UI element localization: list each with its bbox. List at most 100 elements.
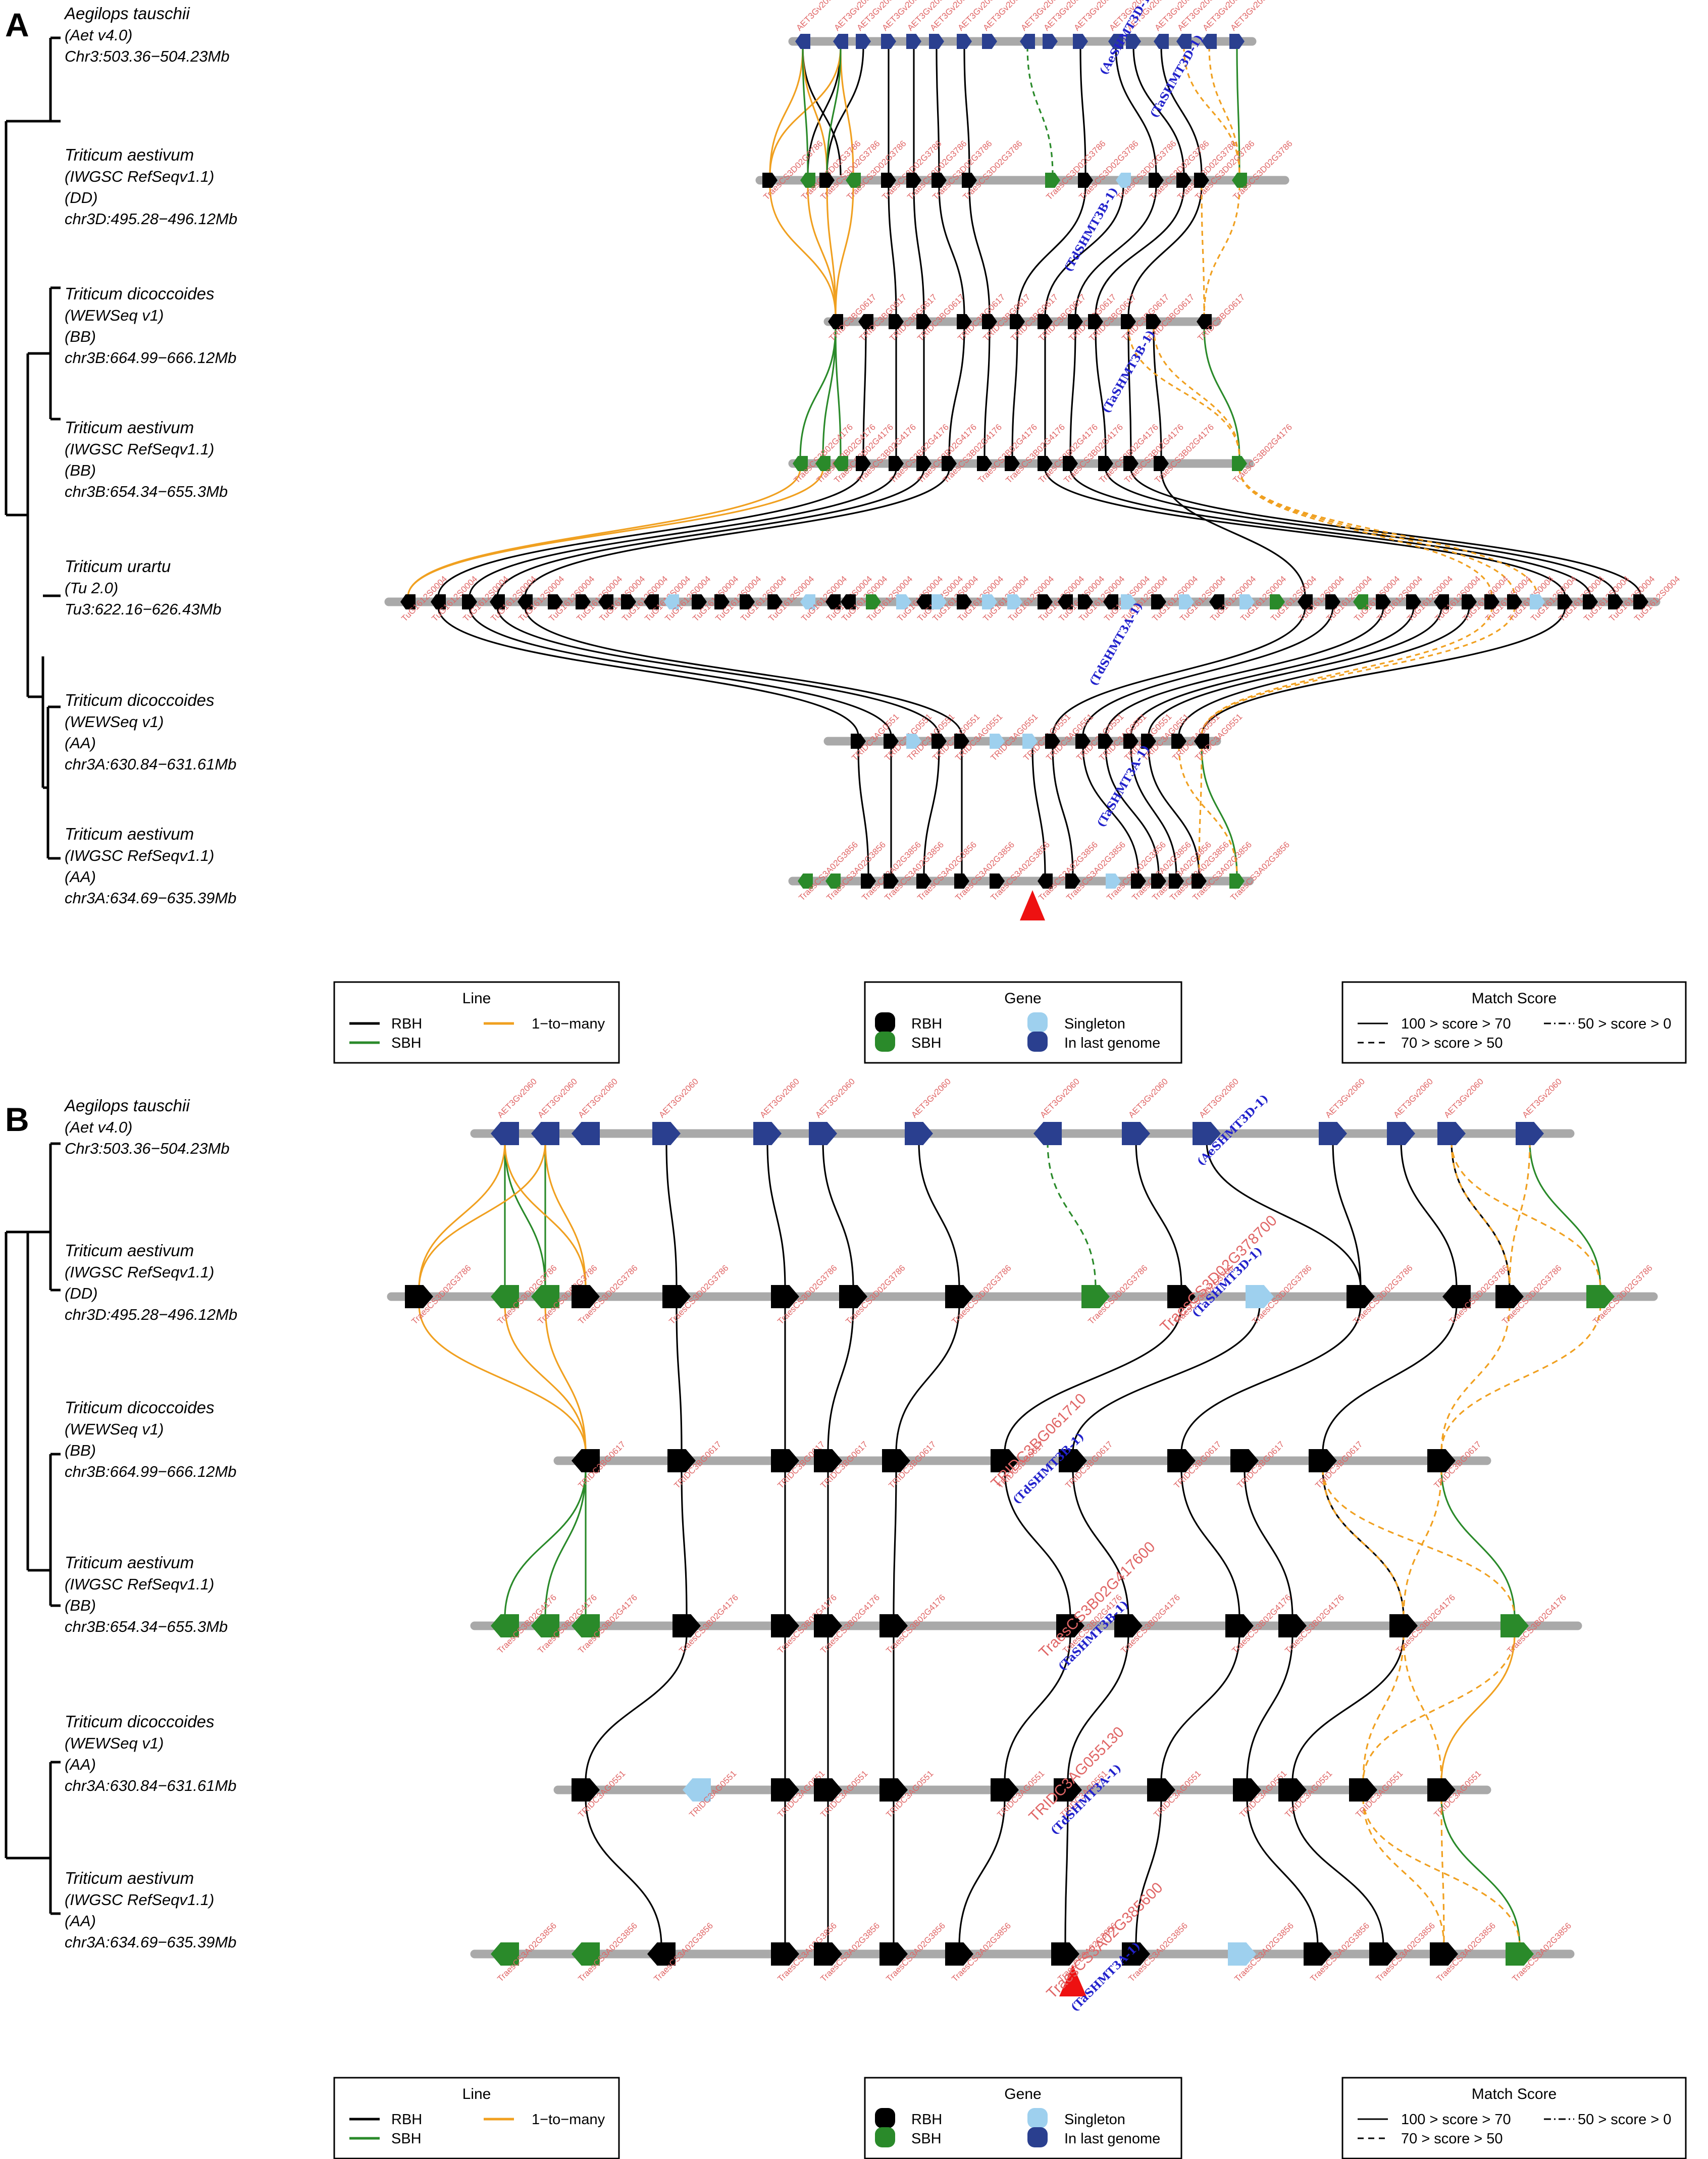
gene-glyph <box>1167 1449 1196 1472</box>
gene-glyph <box>1233 1778 1261 1802</box>
synteny-link <box>1178 746 1238 877</box>
legend-box <box>333 2077 620 2159</box>
synteny-link <box>1064 1797 1069 1946</box>
gene-glyph <box>1319 1122 1347 1145</box>
synteny-link <box>1160 468 1306 597</box>
gene-glyph <box>809 1122 837 1145</box>
gene-glyph <box>1075 734 1091 749</box>
synteny-link <box>1132 46 1185 176</box>
gene-glyph <box>1387 1122 1415 1145</box>
species-subtitle: (BB) <box>65 328 96 345</box>
gene-glyph <box>1278 1778 1307 1802</box>
synteny-link <box>938 185 965 317</box>
synteny-link <box>862 326 867 459</box>
gene-glyph <box>400 594 416 609</box>
gene-id-label: TraesCS3D02G3786 <box>961 139 1024 202</box>
synteny-link <box>524 468 950 597</box>
gene-glyph <box>828 314 843 329</box>
gene-glyph <box>771 1778 799 1802</box>
synteny-link <box>948 326 965 459</box>
species-name: Triticum dicoccoides <box>65 1398 214 1417</box>
species-subtitle: (DD) <box>65 189 97 207</box>
gene-glyph <box>771 1942 799 1966</box>
gene-glyph <box>692 594 707 609</box>
gene-glyph <box>1298 594 1313 609</box>
gene-glyph <box>1121 594 1136 609</box>
gene-glyph <box>1427 1449 1456 1472</box>
synteny-link <box>681 1468 688 1618</box>
gene-glyph <box>1583 594 1598 609</box>
gene-glyph <box>1103 594 1118 609</box>
gene-glyph <box>1376 594 1391 609</box>
gene-glyph <box>1194 173 1209 188</box>
gene-glyph <box>1122 1942 1150 1966</box>
synteny-link <box>1067 1633 1129 1782</box>
gene-glyph <box>1506 1942 1534 1966</box>
species-subtitle: (Aet v4.0) <box>65 1118 132 1136</box>
synteny-link <box>1130 606 1415 737</box>
gene-glyph <box>1197 314 1212 329</box>
gene-glyph <box>1149 173 1164 188</box>
species-subtitle: chr3A:630.84−631.61Mb <box>65 1777 236 1794</box>
gene-glyph <box>1123 456 1138 471</box>
species-subtitle: Tu3:622.16−626.43Mb <box>65 600 222 618</box>
gene-glyph <box>1167 1285 1196 1308</box>
gene-glyph <box>1154 34 1169 49</box>
gene-glyph <box>644 594 659 609</box>
legend-sbh-gene <box>875 1032 895 1052</box>
gene-glyph <box>916 314 931 329</box>
tree-branch <box>49 286 61 421</box>
synteny-link <box>496 606 940 737</box>
synteny-link <box>1291 1797 1384 1946</box>
synteny-link <box>1095 185 1185 317</box>
tree-branch <box>26 1230 50 1572</box>
gene-glyph <box>1108 34 1123 49</box>
legend-one-to-many-label: 1−to−many <box>532 2112 605 2128</box>
gene-glyph <box>1038 873 1053 889</box>
gene-glyph <box>672 1614 701 1637</box>
gene-glyph <box>1123 734 1138 749</box>
gene-glyph <box>906 173 921 188</box>
gene-glyph <box>1270 594 1285 609</box>
gene-glyph <box>856 456 871 471</box>
gene-glyph <box>800 594 815 609</box>
synteny-link <box>1047 1141 1097 1289</box>
synteny-link <box>1403 1468 1442 1618</box>
gene-glyph <box>957 314 972 329</box>
synteny-link <box>1135 1797 1162 1946</box>
species-name: Triticum aestivum <box>65 1241 194 1260</box>
panel-b-highlight-labels: TraesCS3D02G378700TRIDC3BG061710TraesCS3… <box>988 1092 1280 2015</box>
synteny-link <box>963 46 970 176</box>
legend-last-genome-gene <box>1027 2127 1048 2147</box>
synteny-link <box>1095 326 1107 459</box>
synteny-link <box>1244 1468 1293 1618</box>
synteny-link <box>766 1141 786 1289</box>
gene-glyph <box>856 34 871 49</box>
legend-sbh-label: SBH <box>391 1035 422 1051</box>
synteny-link <box>1016 185 1086 317</box>
synteny-link <box>1201 185 1205 317</box>
synteny-link <box>1440 1304 1511 1453</box>
gene-glyph <box>1586 1285 1615 1308</box>
synteny-link <box>1362 1633 1516 1782</box>
gene-glyph <box>1171 734 1186 749</box>
species-subtitle: chr3B:664.99−666.12Mb <box>65 1463 236 1480</box>
legend-singleton-label: Singleton <box>1064 2112 1125 2128</box>
gene-glyph <box>1309 1449 1337 1472</box>
gene-glyph <box>1389 1614 1418 1637</box>
synteny-link <box>1153 326 1162 459</box>
gene-glyph <box>861 873 876 889</box>
gene-glyph <box>762 173 778 188</box>
gene-id-label: AET3Gv2060 <box>536 1076 579 1120</box>
synteny-link <box>1160 1633 1240 1782</box>
gene-glyph <box>957 594 972 609</box>
synteny-link <box>418 1304 587 1453</box>
gene-glyph <box>1078 594 1093 609</box>
gene-glyph <box>1228 1942 1256 1966</box>
synteny-link <box>1451 1141 1511 1289</box>
gene-glyph <box>1078 173 1093 188</box>
synteny-link <box>893 1468 897 1618</box>
synteny-link <box>984 326 991 459</box>
gene-glyph <box>1369 1942 1398 1966</box>
legend-score-mid-label: 70 > score > 50 <box>1401 2131 1503 2147</box>
